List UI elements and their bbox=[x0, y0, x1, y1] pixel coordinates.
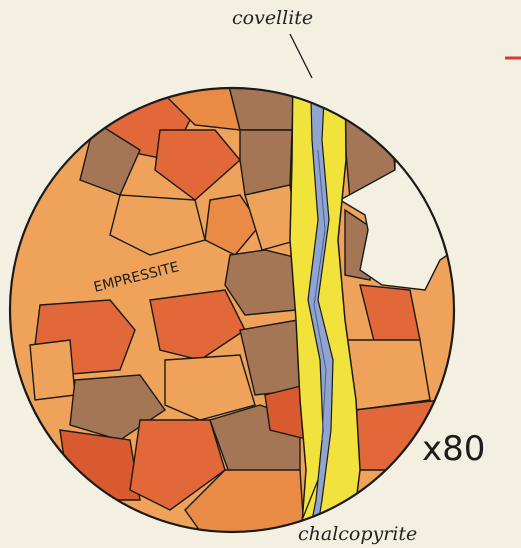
field-of-view bbox=[0, 60, 470, 548]
magnification-label: x80 bbox=[422, 429, 485, 469]
covellite-leader-line bbox=[290, 34, 312, 78]
grain bbox=[240, 130, 292, 195]
grain bbox=[30, 340, 75, 400]
chalcopyrite-label: chalcopyrite bbox=[298, 523, 417, 545]
covellite-label: covellite bbox=[232, 7, 313, 29]
grain bbox=[345, 340, 430, 410]
